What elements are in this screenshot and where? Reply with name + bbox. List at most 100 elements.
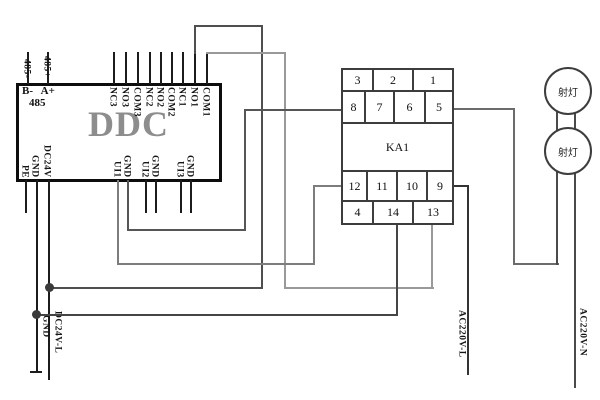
ddc-bottom-pin-label-ui1: UI1 (111, 161, 122, 178)
relay-terminal-8-label: 8 (350, 99, 357, 114)
relay-terminal-3-label: 3 (354, 72, 361, 87)
gnd-power-line (36, 180, 38, 373)
ddc-top-pin-no3 (125, 52, 127, 84)
ddc-485-plus-pin (47, 52, 49, 84)
wire-to-relay-pin12 (313, 185, 343, 187)
ddc-top-pin-label-no1: NO1 (188, 87, 199, 108)
relay-terminal-6: 6 (393, 90, 426, 124)
lights-conductor-left (556, 104, 558, 265)
spotlight-top-label: 射灯 (558, 87, 578, 99)
ddc-top-pin-label-com2: COM2 (165, 87, 176, 117)
relay-terminal-11-label: 11 (376, 178, 388, 193)
ddc-rs485-label: 485 (29, 97, 46, 109)
spotlight-bottom: 射灯 (544, 127, 592, 175)
relay-terminal-13-label: 13 (427, 205, 439, 219)
wire-ui1-across (117, 263, 315, 265)
ddc-top-pin-label-nc2: NC2 (143, 87, 154, 107)
ddc-485-plus-label: 485+ (41, 56, 52, 78)
ddc-top-pin-nc2 (149, 52, 151, 84)
ddc-bottom-pin-pe (25, 180, 27, 213)
ac220v-l-line (467, 185, 469, 375)
wire-gnd1-drop (127, 180, 129, 231)
ddc-top-pin-nc3 (113, 52, 115, 84)
junction-dot-gnd (32, 310, 41, 319)
relay-terminal-4: 4 (341, 200, 374, 225)
relay-terminal-3: 3 (341, 68, 374, 92)
wire-no1-top (194, 25, 263, 27)
ddc-bottom-pin-label-gnd0: GND (29, 155, 40, 178)
relay-terminal-2-label: 2 (390, 72, 396, 87)
wire-pin14-to-gnd (36, 314, 398, 316)
wire-com1-top (206, 52, 286, 54)
ddc-top-pin-label-nc3: NC3 (107, 87, 118, 107)
wire-no1-up (194, 25, 196, 54)
ddc-bottom-pin-label-gnd3: GND (184, 155, 195, 178)
wire-pin5-drop (513, 108, 515, 265)
relay-terminal-4-label: 4 (354, 205, 361, 219)
spotlight-top: 射灯 (544, 67, 592, 115)
wire-to-relay-pin8 (244, 109, 343, 111)
ddc-top-pin-label-com3: COM3 (131, 87, 142, 117)
ddc-bottom-pin-gnd2 (155, 180, 157, 213)
ddc-bottom-pin-label-gnd2: GND (149, 155, 160, 178)
wire-ui1-drop (117, 180, 119, 265)
wire-ui1-rise (313, 185, 315, 265)
relay-terminal-6-label: 6 (406, 99, 413, 114)
ddc-top-pin-no1 (194, 52, 196, 84)
wire-com1-bottom (284, 287, 434, 289)
relay-terminal-1-label: 1 (430, 72, 436, 87)
gnd-power-label: GND (40, 315, 51, 338)
dc24v-power-line (48, 180, 50, 380)
relay-terminal-10-label: 10 (406, 178, 418, 193)
relay-terminal-2: 2 (372, 68, 414, 92)
relay-terminal-11: 11 (366, 170, 398, 202)
relay-terminal-13: 13 (412, 200, 454, 225)
ac220v-l-label: AC220V-L (456, 310, 467, 358)
ddc-top-pin-com2 (171, 52, 173, 84)
wire-no1-down (261, 25, 263, 289)
wire-relay-pin13-drop (431, 223, 433, 289)
ddc-top-pin-label-com1: COM1 (200, 87, 211, 117)
relay-body: KA1 (341, 122, 454, 172)
relay-terminal-10: 10 (396, 170, 428, 202)
ddc-top-pin-label-no3: NO3 (119, 87, 130, 108)
relay-terminal-12-label: 12 (348, 178, 361, 193)
wire-gnd1-rise (244, 109, 246, 231)
ddc-title: DDC (88, 104, 169, 144)
ddc-top-pin-label-nc1: NC1 (176, 87, 187, 107)
relay-terminal-7: 7 (364, 90, 395, 124)
ddc-top-pin-com3 (137, 52, 139, 84)
ddc-top-pin-com1 (206, 52, 208, 84)
relay-terminal-8: 8 (341, 90, 366, 124)
relay-terminal-5: 5 (424, 90, 454, 124)
relay-terminal-1: 1 (412, 68, 454, 92)
relay-terminal-7-label: 7 (376, 99, 383, 114)
ddc-bottom-pin-label-ui3: UI3 (174, 161, 185, 178)
ac220v-n-label: AC220V-N (577, 308, 588, 357)
dc24v-power-label: DC24V-L (52, 311, 63, 354)
ddc-top-pin-no2 (160, 52, 162, 84)
ddc-bottom-pin-gnd3 (190, 180, 192, 213)
ddc-485-minus-label: 485- (21, 58, 32, 78)
wire-pin5-to-lights (513, 263, 559, 265)
ddc-485-minus-pin (27, 52, 29, 84)
wire-relay-pin14-drop (396, 224, 398, 316)
ac220v-n-line (574, 104, 576, 388)
relay-terminal-14: 14 (372, 200, 414, 225)
spotlight-bottom-label: 射灯 (558, 147, 578, 159)
wire-relay-pin9-out (452, 185, 469, 187)
relay-terminal-9: 9 (426, 170, 454, 202)
wire-relay-pin5-out (452, 108, 515, 110)
wire-no1-to-dc24v (49, 287, 263, 289)
relay-name-label: KA1 (385, 139, 410, 154)
ddc-bottom-pin-label-gnd1: GND (121, 155, 132, 178)
gnd-line-end-tick (30, 371, 42, 373)
wire-com1-down (284, 52, 286, 289)
relay-terminal-12: 12 (341, 170, 368, 202)
relay-terminal-9-label: 9 (437, 178, 443, 193)
ddc-controller-box (16, 83, 222, 182)
wire-gnd1-across (127, 229, 246, 231)
relay-terminal-14-label: 14 (387, 205, 399, 219)
ddc-rs485-terminals-label: B- A+ (22, 85, 55, 97)
